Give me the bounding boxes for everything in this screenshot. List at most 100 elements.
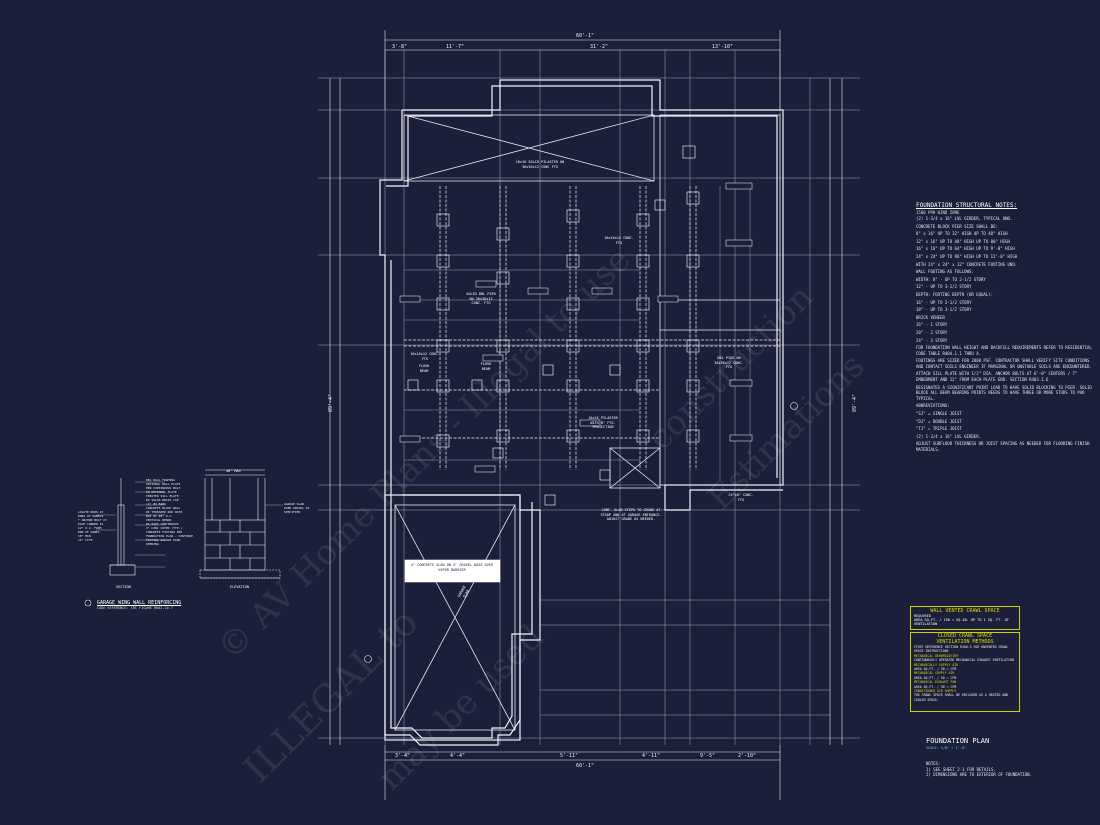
foundation-note: (2) 1-3/4 x 16" LVL GIRDER.	[916, 433, 982, 439]
detail-elevation-notes: GARAGE SLAB OVER GRAVEL AS SPECIFIED	[284, 502, 309, 514]
wall-vented-crawl-space-table: WALL VENTED CRAWL SPACE REQUIRED AREA SQ…	[910, 606, 1020, 630]
top-dim-4: 13'-10"	[712, 44, 734, 50]
foundation-note: ABBREVIATIONS:	[916, 403, 950, 409]
closed-crawl-line: MECHANICALLY SUPPLY AIR	[914, 662, 959, 667]
plan-notes-header: NOTES:	[926, 761, 941, 766]
foundation-note: ADJUST SUBFLOOR THICKNESS OR JOIST SPACI…	[916, 441, 1090, 452]
foundation-note: CONCRETE BLOCK PIER SIZE SHALL BE:	[916, 223, 998, 229]
detail-right-note: DBL WALL FRAMING	[146, 478, 175, 482]
plan-note: 1) SEE SHEET 2-1 FOR DETAILS.	[926, 766, 996, 772]
foundation-note: 24" - 3 STORY	[916, 337, 948, 343]
detail-elev-note: GARAGE SLAB	[284, 502, 304, 506]
solid-pilaster-callout: 16x16 SOLID PILASTER ON 36x36x12 CONC FT…	[515, 160, 565, 169]
foundation-note: 16" - 1 STORY	[916, 322, 948, 328]
closed-crawl-subtitle: VENTILATION METHODS	[936, 639, 994, 645]
foundation-plan-scale: SCALE: 1/8" = 1'-0"	[926, 746, 967, 750]
bottom-dim-6: 2'-10"	[738, 753, 757, 759]
detail-right-note: NUT AT 48" O.C.	[146, 514, 174, 518]
pier-callout-3: 16x16x12 CONC. FTG	[410, 352, 440, 361]
detail-right-note: CONCRETE FOOTING PER	[146, 530, 183, 534]
foundation-note: 18" - UP TO 3-1/2 STORY	[916, 307, 972, 313]
foundation-note: ATTACH SILL PLATE WITH 1/2" DIA. ANCHOR …	[916, 371, 1078, 383]
detail-left-note: * ANCHOR BOLT AT	[78, 518, 107, 522]
detail-left-note: LOCATE RODS AT	[78, 510, 104, 514]
foundation-note: 12" x 16" UP TO 48" HIGH UP TO 80" HIGH	[916, 238, 1010, 244]
foundation-note: "TJ" = TRIPLE JOIST	[916, 426, 962, 432]
foundation-notes-title: FOUNDATION STRUCTURAL NOTES:	[916, 202, 1018, 209]
detail-left-note: 12" CTYP	[78, 538, 93, 542]
detail-right-note: TREATED SILL PLATE	[146, 494, 179, 498]
closed-crawl-line: MECHANICAL DEHUMIDIFIER	[914, 653, 959, 658]
detail-right-note: OPENING	[146, 542, 159, 546]
closed-crawl-line: CONTINUOUSLY OPERATED MECHANICAL EXHAUST…	[914, 658, 1014, 663]
foundation-note: 24" x 24" UP TO 96" HIGH UP TO 12'-0" HI…	[916, 253, 1018, 259]
detail-left-note: EACH CORNER IS	[78, 522, 104, 526]
detail-max-label: 48" MAX	[226, 469, 241, 473]
footing-callout: 24"x8" CONC. FTG	[728, 493, 754, 502]
foundation-note: 12" - UP TO 3-1/2 STORY	[916, 284, 972, 290]
closed-crawl-line: MECHANICAL SUPPLY AIR	[914, 671, 955, 676]
detail-right-note: #4 BARS CONTINUOUS	[146, 522, 179, 526]
slab-steps-callout: CONT. SLAB STEPS TO GRADE AT STOOP AND A…	[600, 508, 662, 521]
foundation-note: 20" - 2 STORY	[916, 329, 948, 335]
detail-right-note: IN OPTIONAL PLATE	[146, 490, 177, 494]
detail-left-note: ENDS OF PANELS	[78, 514, 104, 518]
foundation-note: FOOTINGS ARE SIZED FOR 2000 PSF. CONTRAC…	[916, 358, 1092, 369]
detail-right-note: #4 SOLID BRICK CAP	[146, 498, 179, 502]
foundation-note: (2) 1-3/4 x 16" LVL GIRDER, TYPICAL UNO.	[916, 216, 1013, 221]
foundation-note: FOR FOUNDATION WALL HEIGHT AND BACKFILL …	[916, 345, 1092, 356]
detail-left-note: END OF PANEL	[78, 530, 100, 534]
foundation-note: 8" x 16" UP TO 32" HIGH UP TO 48" HIGH	[916, 231, 1008, 237]
closed-crawl-line: MECHANICAL EXHAUST FAN	[914, 680, 957, 685]
top-dim-1: 3'-8"	[392, 44, 408, 50]
top-dim-3: 31'-2"	[590, 44, 609, 50]
detail-right-note: CONCRETE BLOCK WALL	[146, 506, 181, 510]
overall-right-dimension: 89'-4"	[852, 393, 859, 413]
plan-note: 2) DIMENSIONS ARE TO EXTERIOR OF FOUNDAT…	[926, 772, 1032, 777]
foundation-plan-notes: NOTES: 1) SEE SHEET 2-1 FOR DETAILS. 2) …	[926, 761, 1032, 778]
bottom-dim-4: 4'-11"	[642, 753, 661, 759]
detail-right-notes: DBL WALL FRAMING OPTIONAL WALL PLATE PER…	[146, 478, 193, 546]
detail-title: GARAGE WING WALL REINFORCING	[97, 600, 182, 606]
detail-elevation-label: ELEVATION	[230, 585, 249, 589]
detail-subtitle: CODE REFERENCE: IRC FIGURE R602.10.7	[97, 606, 173, 610]
wall-vented-line: AREA SQ.FT. / 150 = SQ.IN. UP TO 1 SQ. F…	[914, 618, 1009, 626]
foundation-note: "DJ" = DOUBLE JOIST	[916, 418, 962, 424]
flush-beam-callout-1: FLUSH BEAM	[418, 364, 430, 373]
detail-section-label: SECTION	[116, 585, 131, 589]
detail-right-note: (2) #4 BARS	[146, 502, 166, 506]
foundation-note: WIDTH: 8" - UP TO 2-1/2 STORY	[916, 276, 986, 282]
pier-callout-4: DBL PIER ON 36x36x12 CONC. FTG	[714, 356, 744, 369]
bottom-dim-2: 4'-4"	[450, 753, 466, 759]
closed-crawl-line: AREA SQ.FT. / 50 = CFM	[914, 675, 957, 680]
closed-crawl-line: THE CRAWL SPACE SHALL BE ENCLOSED AS A H…	[914, 693, 1009, 702]
closed-crawl-line: AREA SQ.FT. / 50 = CFM	[914, 684, 957, 689]
foundation-notes-subtitle: 1500 PPH WIND ZONE	[916, 210, 960, 215]
overall-top-dimension: 60'-1"	[576, 33, 595, 39]
top-dim-2: 11'-7"	[446, 44, 465, 50]
foundation-note: WALL FOOTING AS FOLLOWS:	[916, 269, 974, 275]
detail-left-note: 18" MIN	[78, 534, 91, 538]
detail-right-note: FOOTING GARAGE DOOR	[146, 538, 181, 542]
wall-vented-line: REQUIRED	[914, 614, 931, 618]
overall-left-dimension: 89'-4"	[328, 393, 335, 413]
bottom-dim-1: 3'-4"	[395, 753, 411, 759]
detail-right-note: VERTICAL REBAR	[146, 518, 172, 522]
detail-right-note: #4 THREADED ROD WITH	[146, 510, 183, 514]
detail-elev-note: SPECIFIED	[284, 510, 301, 514]
foundation-note: "SJ" = SINGLE JOIST	[916, 411, 962, 417]
foundation-notes-list: (2) 1-3/4 x 16" LVL GIRDER, TYPICAL UNO.…	[916, 216, 1096, 455]
closed-crawl-space-table: CLOSED CRAWL SPACE VENTILATION METHODS F…	[910, 632, 1020, 712]
closed-crawl-title: CLOSED CRAWL SPACE	[937, 633, 993, 639]
detail-left-notes: LOCATE RODS AT ENDS OF PANELS * ANCHOR B…	[78, 510, 107, 542]
bottom-dim-3: 5'-11"	[560, 753, 579, 759]
pier-callout-1: SOLID DBL PIER ON 36x36x12 CONC. FTG	[466, 292, 496, 305]
detail-right-note: PER CONTINUOUS BOLT	[146, 486, 181, 490]
pilaster-callout: 16x16 PILASTER WITH 8" FTG. PROJECTION	[588, 416, 618, 429]
detail-right-note: 3" CONC COVER (TYP.)	[146, 526, 183, 530]
foundation-note: DEPTH: FOOTING DEPTH (OR EQUAL):	[916, 291, 994, 297]
closed-crawl-line: AREA SQ.FT. / 50 = CFM	[914, 667, 957, 672]
flush-beam-callout-2: FLUSH BEAM	[480, 362, 492, 371]
detail-right-note: OPTIONAL WALL PLATE	[146, 482, 181, 486]
